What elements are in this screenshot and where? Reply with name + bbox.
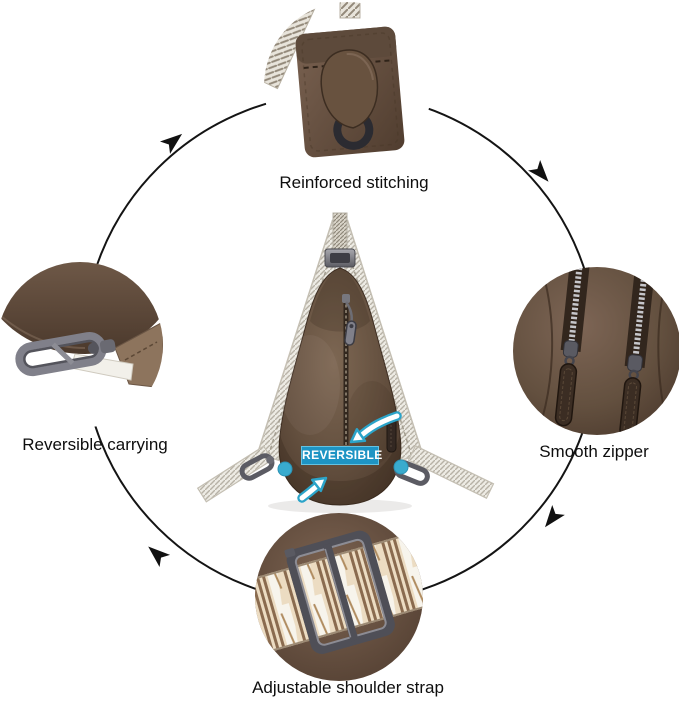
photo-adjustable-strap (255, 513, 423, 681)
callout-label-smooth-zipper: Smooth zipper (539, 442, 649, 461)
slider-buckle-icon (284, 530, 395, 654)
strap-tail-right (407, 444, 495, 500)
leather-tab (320, 49, 379, 129)
leather-patch (295, 26, 405, 158)
photo-reinforced-stitching (264, 2, 432, 170)
clockwise-arrow-icon (148, 546, 171, 567)
callout-label-reversible-carrying: Reversible carrying (22, 435, 168, 454)
bag-leather (0, 262, 163, 354)
zipper-left (554, 267, 590, 427)
zipper-right (619, 274, 655, 435)
reversible-badge: REVERSIBLE (301, 446, 382, 465)
reversible-arrow-icon (349, 411, 402, 444)
callout-label-adjustable-shoulder-strap: Adjustable shoulder strap (252, 678, 444, 697)
carabiner-hook-icon (15, 332, 116, 377)
zipper-pull-icon (344, 320, 357, 346)
photo-reversible-carrying (0, 262, 163, 428)
strap-anchor-dot (277, 461, 293, 477)
clockwise-arrow-icon (528, 159, 549, 182)
zipper-teeth (568, 267, 583, 346)
clockwise-arrow-icon (159, 133, 183, 154)
clasp-hook-icon (239, 453, 275, 481)
strap-anchor-dot (393, 459, 409, 475)
clockwise-arrow-icon (544, 504, 565, 528)
reversible-arrow-icon (297, 476, 328, 503)
bag-body (278, 267, 402, 506)
photo-smooth-zipper (513, 267, 679, 435)
sling-bag-product-photo (196, 212, 495, 513)
zipper-slider (627, 354, 643, 372)
zipper-slider (562, 340, 579, 358)
callout-label-reinforced-stitching: Reinforced stitching (279, 173, 429, 192)
